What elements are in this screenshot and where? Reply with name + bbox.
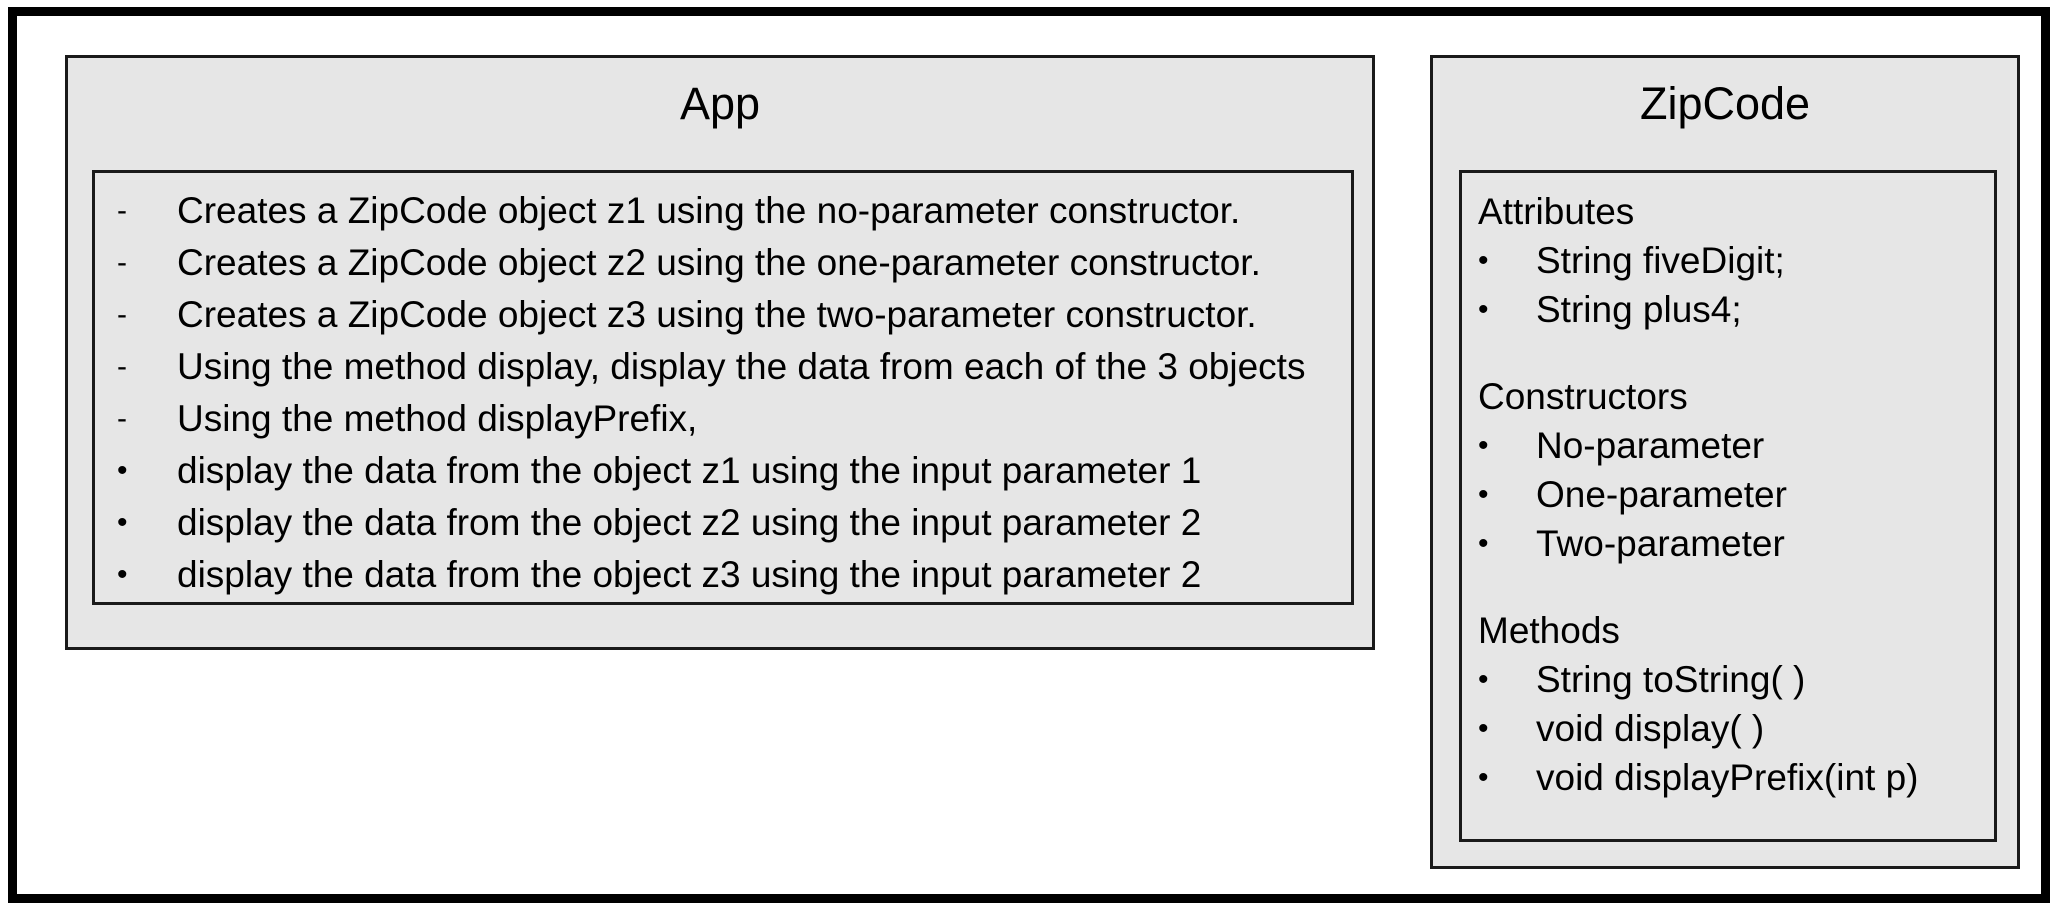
app-line: • display the data from the object z2 us… — [95, 497, 1351, 549]
app-line-text: Creates a ZipCode object z2 using the on… — [177, 242, 1261, 283]
dash-bullet-icon: - — [117, 402, 127, 435]
section-heading-constructors: Constructors — [1478, 376, 1688, 417]
section-heading-attributes: Attributes — [1478, 191, 1635, 232]
attribute-item: • String fiveDigit; — [1462, 236, 1994, 285]
method-item: • void displayPrefix(int p) — [1462, 753, 1994, 802]
dash-bullet-icon: - — [117, 246, 127, 279]
class-title-app: App — [679, 78, 761, 129]
section-spacer — [1462, 568, 1994, 606]
slide-outer-frame: App - Creates a ZipCode object z1 using … — [8, 7, 2050, 903]
app-line-text: Using the method displayPrefix, — [177, 398, 698, 439]
dash-bullet-icon: - — [117, 350, 127, 383]
constructor-item: • One-parameter — [1462, 470, 1994, 519]
constructor-text: No-parameter — [1536, 425, 1765, 466]
section-spacer — [1462, 334, 1994, 372]
round-bullet-icon: • — [1478, 527, 1489, 560]
round-bullet-icon: • — [117, 506, 128, 539]
dash-bullet-icon: - — [117, 298, 127, 331]
constructor-item: • Two-parameter — [1462, 519, 1994, 568]
round-bullet-icon: • — [117, 558, 128, 591]
round-bullet-icon: • — [1478, 478, 1489, 511]
round-bullet-icon: • — [1478, 244, 1489, 277]
class-box-app: App - Creates a ZipCode object z1 using … — [65, 55, 1375, 650]
round-bullet-icon: • — [1478, 761, 1489, 794]
app-line-text: display the data from the object z2 usin… — [177, 502, 1202, 543]
constructor-text: Two-parameter — [1536, 523, 1785, 564]
round-bullet-icon: • — [1478, 293, 1489, 326]
app-line-text: Creates a ZipCode object z3 using the tw… — [177, 294, 1257, 335]
app-line: - Using the method display, display the … — [95, 341, 1351, 393]
app-line-text: Creates a ZipCode object z1 using the no… — [177, 190, 1241, 231]
app-line: • display the data from the object z3 us… — [95, 549, 1351, 601]
method-item: • void display( ) — [1462, 704, 1994, 753]
attribute-text: String plus4; — [1536, 289, 1742, 330]
section-heading-methods: Methods — [1478, 610, 1620, 651]
app-line-text: display the data from the object z3 usin… — [177, 554, 1202, 595]
dash-bullet-icon: - — [117, 194, 127, 227]
method-text: void displayPrefix(int p) — [1536, 757, 1919, 798]
constructor-item: • No-parameter — [1462, 421, 1994, 470]
app-line-text: display the data from the object z1 usin… — [177, 450, 1202, 491]
class-title-zipcode: ZipCode — [1639, 78, 1811, 129]
app-description-panel: - Creates a ZipCode object z1 using the … — [92, 170, 1354, 605]
app-line: - Creates a ZipCode object z1 using the … — [95, 185, 1351, 237]
method-item: • String toString( ) — [1462, 655, 1994, 704]
app-line: • display the data from the object z1 us… — [95, 445, 1351, 497]
round-bullet-icon: • — [1478, 663, 1489, 696]
app-line: - Creates a ZipCode object z3 using the … — [95, 289, 1351, 341]
zipcode-members-panel: Attributes • String fiveDigit; • String … — [1459, 170, 1997, 842]
attribute-text: String fiveDigit; — [1536, 240, 1785, 281]
round-bullet-icon: • — [1478, 712, 1489, 745]
app-line: - Creates a ZipCode object z2 using the … — [95, 237, 1351, 289]
app-line-text: Using the method display, display the da… — [177, 346, 1306, 387]
app-line: - Using the method displayPrefix, — [95, 393, 1351, 445]
constructor-text: One-parameter — [1536, 474, 1787, 515]
round-bullet-icon: • — [117, 454, 128, 487]
round-bullet-icon: • — [1478, 429, 1489, 462]
attribute-item: • String plus4; — [1462, 285, 1994, 334]
class-box-zipcode: ZipCode Attributes • String fiveDigit; •… — [1430, 55, 2020, 869]
method-text: String toString( ) — [1536, 659, 1806, 700]
method-text: void display( ) — [1536, 708, 1765, 749]
